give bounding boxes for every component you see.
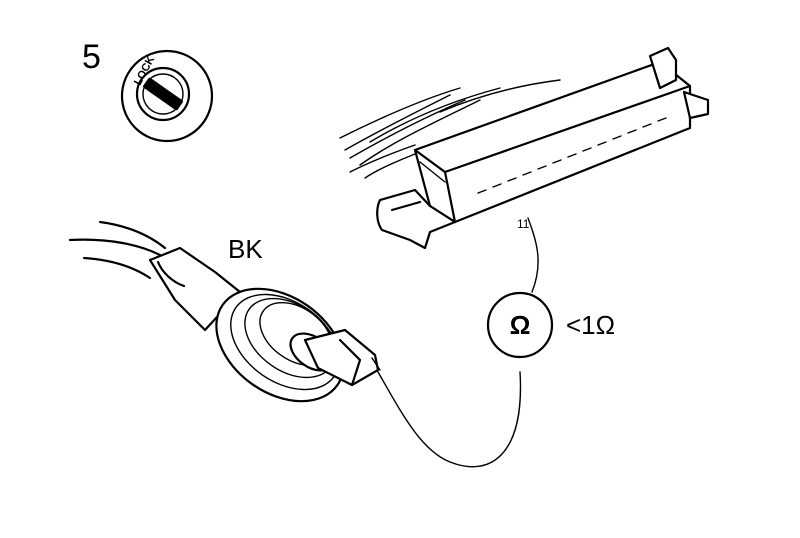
ignition-lock-icon: LOCK bbox=[120, 49, 214, 143]
multi-pin-connector-icon: 11 bbox=[339, 46, 710, 250]
test-lead-wire bbox=[377, 371, 522, 468]
ohm-symbol: Ω bbox=[510, 310, 531, 340]
resistance-reading: <1Ω bbox=[566, 310, 615, 340]
pin-number-label: 11 bbox=[517, 217, 530, 231]
test-lead-connector bbox=[527, 217, 539, 293]
bullet-connector-icon: BK bbox=[68, 220, 381, 403]
step-number: 5 bbox=[82, 38, 101, 76]
ohmmeter-icon: Ω bbox=[486, 291, 554, 359]
wire-color-label: BK bbox=[228, 234, 263, 264]
